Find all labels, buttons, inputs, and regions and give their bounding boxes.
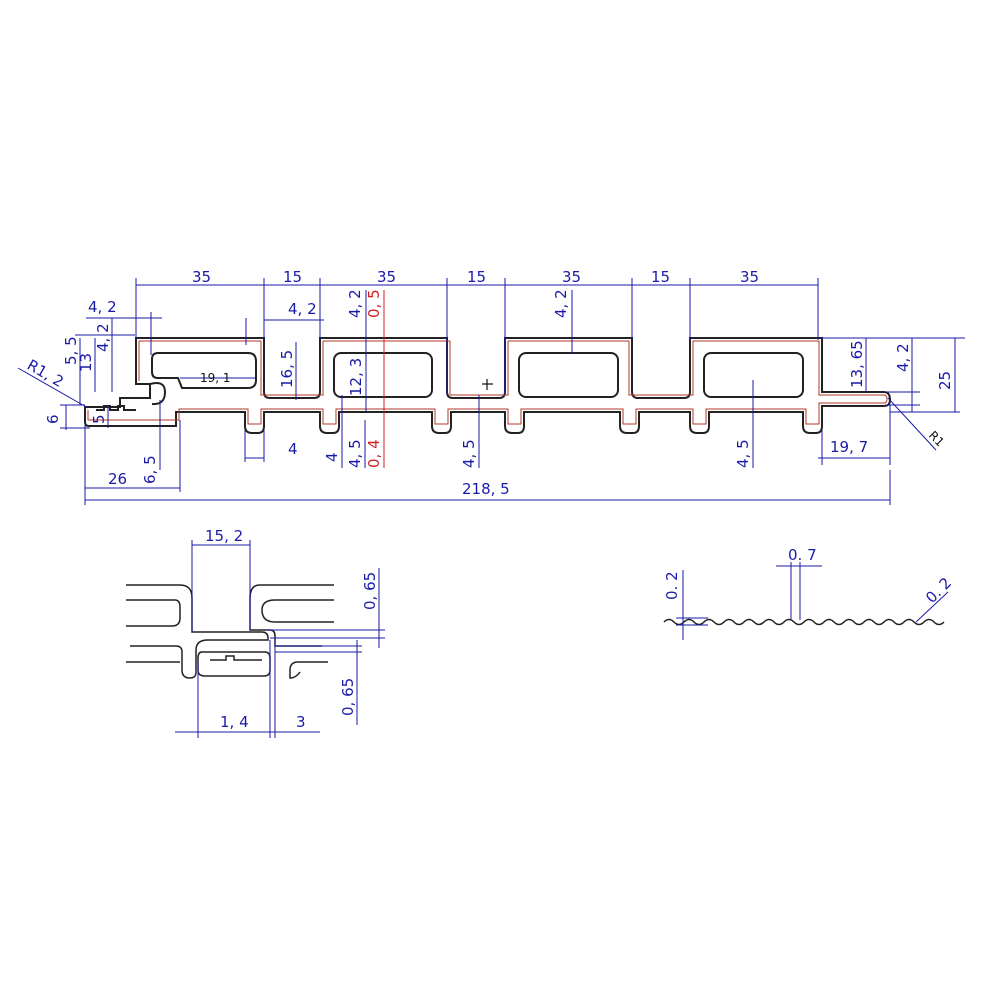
dim-width-6: 15: [651, 268, 670, 286]
dim-4-5-b: 4, 5: [460, 439, 478, 468]
dim-0-5: 0, 5: [365, 289, 383, 318]
detail-texture: 0. 7 0. 2 0. 2: [663, 546, 955, 640]
dim-12-3: 12, 3: [347, 358, 365, 396]
dim-width-2: 15: [283, 268, 302, 286]
cross-mark: [482, 379, 493, 390]
dim-4-5-a: 4, 5: [346, 439, 364, 468]
dim-4-2-left-vert: 4, 2: [94, 323, 112, 352]
dim-25: 25: [936, 371, 954, 390]
dim-19-7: 19, 7: [830, 438, 868, 456]
dim-4-2-left: 4, 2: [88, 298, 117, 316]
main-profile: [84, 337, 892, 434]
dim-width-7: 35: [740, 268, 759, 286]
profile-outer-inner-line: [87, 340, 888, 425]
dim-4-2-second: 4, 2: [288, 300, 317, 318]
top-width-labels: 35 15 35 15 35 15 35: [192, 268, 759, 286]
dim-19-1: 19, 1: [200, 371, 231, 385]
dim-width-1: 35: [192, 268, 211, 286]
dim-4-gap: 4: [288, 440, 298, 458]
dim-width-4: 15: [467, 268, 486, 286]
main-dimension-labels: 4, 2 4, 2 4, 2 0, 5 4, 2 4, 2 4, 2 5, 5 …: [24, 289, 954, 498]
dim-5: 5: [90, 414, 108, 424]
profile-outer-outline: [84, 337, 892, 434]
dim-0-7: 0. 7: [788, 546, 817, 564]
detail-joint: 15, 2 0, 65 0, 65 1, 4 3: [126, 527, 385, 738]
dim-6-5: 6, 5: [141, 455, 159, 484]
tongue-detail: [96, 405, 136, 411]
dim-0-2-left: 0. 2: [663, 571, 681, 600]
chamber-2: [333, 352, 433, 398]
dim-218-5: 218, 5: [462, 480, 510, 498]
dim-13-65: 13, 65: [848, 340, 866, 388]
left-chamber: [151, 352, 257, 389]
dim-15-2: 15, 2: [205, 527, 243, 545]
dim-0-2-right: 0. 2: [922, 574, 955, 607]
dim-4-vert: 4: [323, 452, 341, 462]
dim-r1: R1: [926, 428, 947, 449]
dim-16-5: 16, 5: [278, 350, 296, 388]
dim-1-4: 1, 4: [220, 713, 249, 731]
dim-0-65-top: 0, 65: [361, 572, 379, 610]
dim-r1-2: R1, 2: [24, 356, 67, 391]
dim-width-3: 35: [377, 268, 396, 286]
dim-0-65-bottom: 0, 65: [339, 678, 357, 716]
dim-width-5: 35: [562, 268, 581, 286]
dim-3: 3: [296, 713, 306, 731]
dim-6: 6: [44, 414, 62, 424]
dim-0-4: 0, 4: [365, 439, 383, 468]
left-chamber-slot: [149, 382, 167, 406]
dim-4-2-vert-b: 4, 2: [552, 289, 570, 318]
dim-13: 13: [77, 353, 95, 372]
dim-5-5: 5, 5: [62, 336, 80, 365]
dim-4-2-vert-a: 4, 2: [346, 289, 364, 318]
texture-wave: [663, 618, 945, 626]
dim-4-2-right: 4, 2: [894, 343, 912, 372]
dim-26: 26: [108, 470, 127, 488]
main-dimension-lines: [17, 278, 965, 505]
dim-4-5-c: 4, 5: [734, 439, 752, 468]
chamber-3: [518, 352, 619, 398]
